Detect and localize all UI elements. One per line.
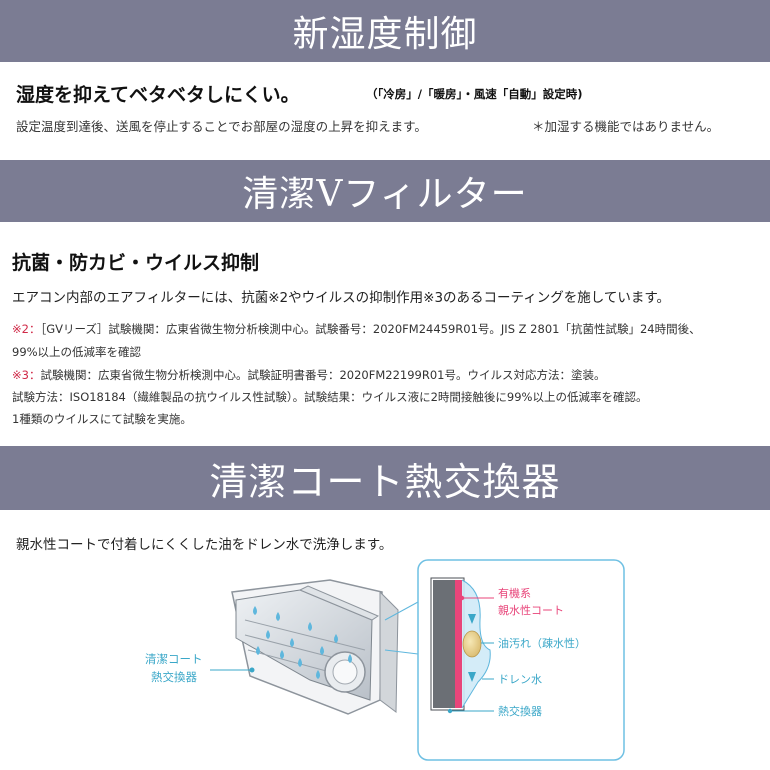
- filter-description: エアコン内部のエアフィルターには、抗菌※2やウイルスの抑制作用※3のあるコーティ…: [12, 290, 670, 306]
- footnote-3-mark: ※3：: [12, 368, 41, 382]
- footnote-3-line3: 1種類のウイルスにて試験を実施。: [12, 412, 192, 426]
- humidity-heading-note: （「冷房」/「暖房」・風速「自動」設定時): [366, 87, 583, 101]
- exchanger-plate: [433, 580, 455, 708]
- banner-clean-v-filter: 清潔Vフィルター: [0, 160, 770, 222]
- footnote-2: ※2：［GVリーズ］試験機関：広東省微生物分析検測中心。試験番号：2020FM2…: [12, 321, 701, 337]
- humidity-description: 設定温度到達後、送風を停止することでお部屋の湿度の上昇を抑えます。: [16, 119, 427, 134]
- zoom-line-top: [384, 601, 419, 621]
- footnote-3: ※3：試験機関：広東省微生物分析検測中心。試験証明書番号：2020FM22199…: [12, 367, 605, 383]
- label-drain-water: ドレン水: [498, 673, 542, 686]
- aircon-unit-illustration: [231, 579, 399, 715]
- label-organic: 有機系: [498, 586, 531, 600]
- footnote-2-mark: ※2：: [12, 322, 41, 336]
- label-clean-coat: 清潔コート: [145, 652, 203, 666]
- humidity-heading: 湿度を抑えてベタベタしにくい。: [16, 84, 300, 106]
- leader-exchanger-dot: [447, 708, 453, 714]
- oil-stain-droplet: [462, 630, 482, 658]
- flow-arrows: [468, 614, 476, 682]
- label-heat-exchanger-left: 熱交換器: [151, 670, 197, 684]
- footnote-2-line2: 99%以上の低減率を確認: [12, 345, 142, 359]
- footnote-3-line1: 試験機関：広東省微生物分析検測中心。試験証明書番号：2020FM22199R01…: [40, 368, 606, 382]
- banner-humidity-control: 新湿度制御: [0, 0, 770, 62]
- label-hydrophilic-coat: 親水性コート: [498, 603, 564, 617]
- filter-heading: 抗菌・防カビ・ウイルス抑制: [12, 252, 260, 274]
- zoom-line-bottom: [384, 649, 419, 655]
- water-droplets: [253, 606, 352, 679]
- hydrophilic-coat-layer: [455, 580, 462, 708]
- exchanger-description: 親水性コートで付着しにくくした油をドレン水で洗浄します。: [16, 537, 393, 553]
- humidity-disclaimer: ＊加湿する機能ではありません。: [532, 119, 720, 134]
- leader-left-dot: [249, 667, 255, 673]
- footnote-2-line1: ［GVリーズ］試験機関：広東省微生物分析検測中心。試験番号：2020FM2445…: [40, 322, 701, 336]
- label-oil-stain: 油汚れ（疎水性）: [498, 636, 586, 650]
- label-heat-exchanger-right: 熱交換器: [498, 704, 542, 718]
- exchanger-diagram: 清潔コート 熱交換器 有機系 親水性コート 油汚れ（疎水性） ドレン水 熱交換器: [145, 559, 625, 761]
- banner-clean-coat-exchanger: 清潔コート熱交換器: [0, 446, 770, 510]
- leader-hydrophilic-dot: [459, 595, 465, 601]
- footnote-3-line2: 試験方法：ISO18184（繊維製品の抗ウイルス性試験）。試験結果：ウイルス液に…: [12, 390, 648, 404]
